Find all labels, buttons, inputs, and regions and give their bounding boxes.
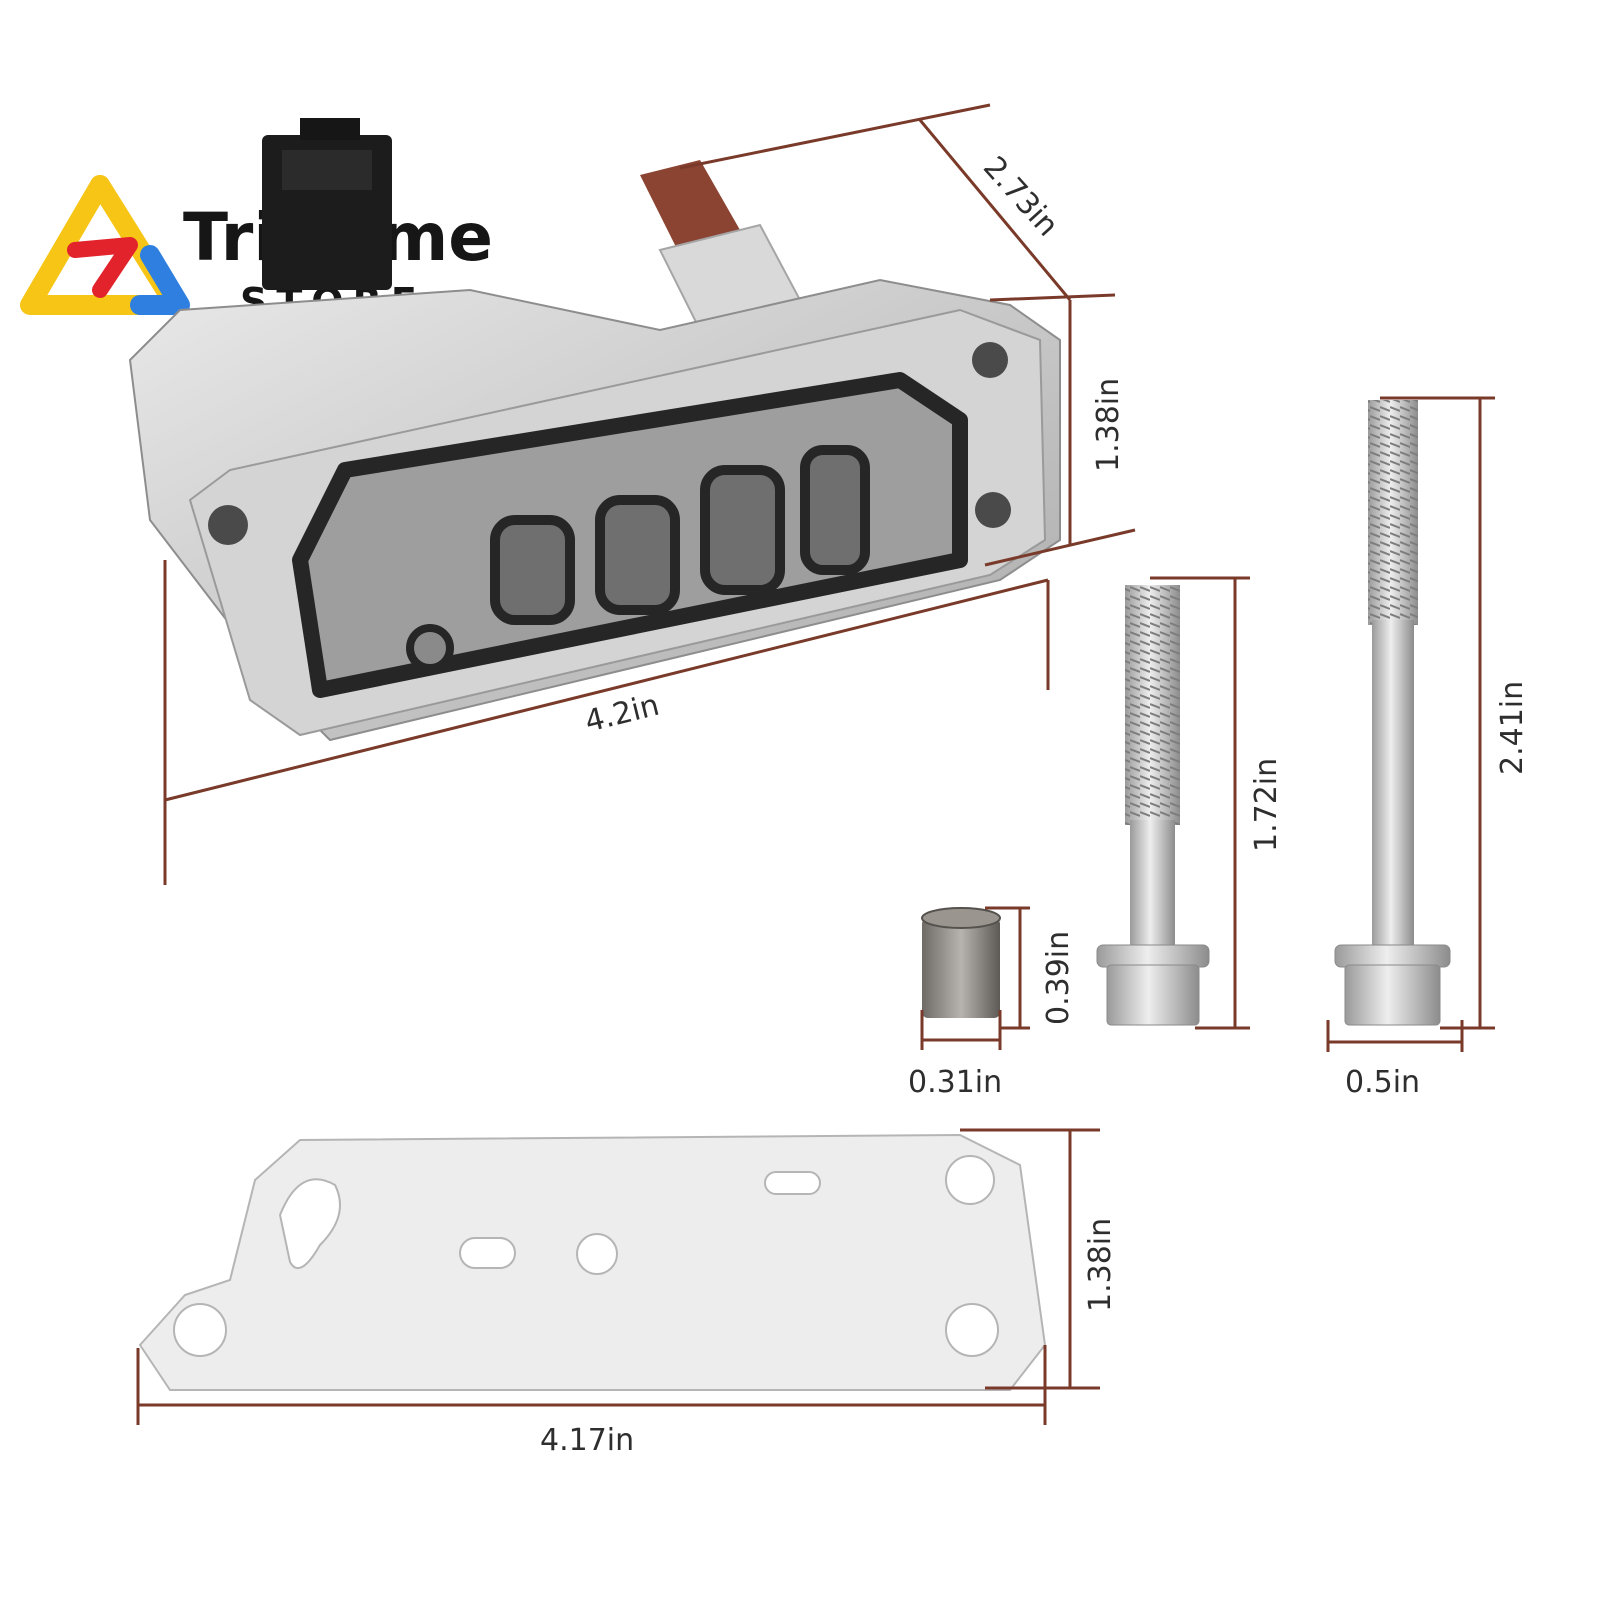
fluid-ports xyxy=(406,445,870,672)
mounting-hole xyxy=(975,492,1011,528)
separator-plate xyxy=(138,1133,1047,1391)
black-connector xyxy=(262,118,392,290)
dim-label-gasket-length: 4.17in xyxy=(540,1423,634,1458)
mounting-hole xyxy=(972,342,1008,378)
plate-slot xyxy=(764,1171,821,1195)
plate-slot xyxy=(459,1237,516,1269)
dim-label-short-bolt-length: 1.72in xyxy=(1249,758,1284,852)
short-bolt xyxy=(1096,585,1210,1026)
dim-label-solenoid-depth: 2.73in xyxy=(976,150,1065,243)
dim-label-solenoid-length: 4.2in xyxy=(581,688,662,740)
dim-label-spacer-diameter: 0.31in xyxy=(908,1065,1002,1100)
dim-label-spacer-height: 0.39in xyxy=(1041,931,1076,1025)
mounting-hole xyxy=(945,1303,999,1357)
dim-label-gasket-height: 1.38in xyxy=(1083,1218,1118,1312)
dowel-spacer xyxy=(921,907,1001,1018)
plate-hole xyxy=(576,1233,618,1275)
long-bolt xyxy=(1334,400,1451,1026)
dim-label-long-bolt-length: 2.41in xyxy=(1495,681,1530,775)
triangle-logo-icon xyxy=(20,175,190,315)
dimension-lines xyxy=(136,103,1495,1425)
mounting-hole xyxy=(173,1303,227,1357)
mounting-hole xyxy=(945,1155,995,1205)
dim-label-solenoid-height: 1.38in xyxy=(1091,378,1126,472)
dim-label-bolt-head-width: 0.5in xyxy=(1345,1065,1420,1100)
vtc-solenoid-valve xyxy=(128,118,1061,742)
mounting-hole xyxy=(208,505,248,545)
plate-slot xyxy=(278,1178,341,1270)
